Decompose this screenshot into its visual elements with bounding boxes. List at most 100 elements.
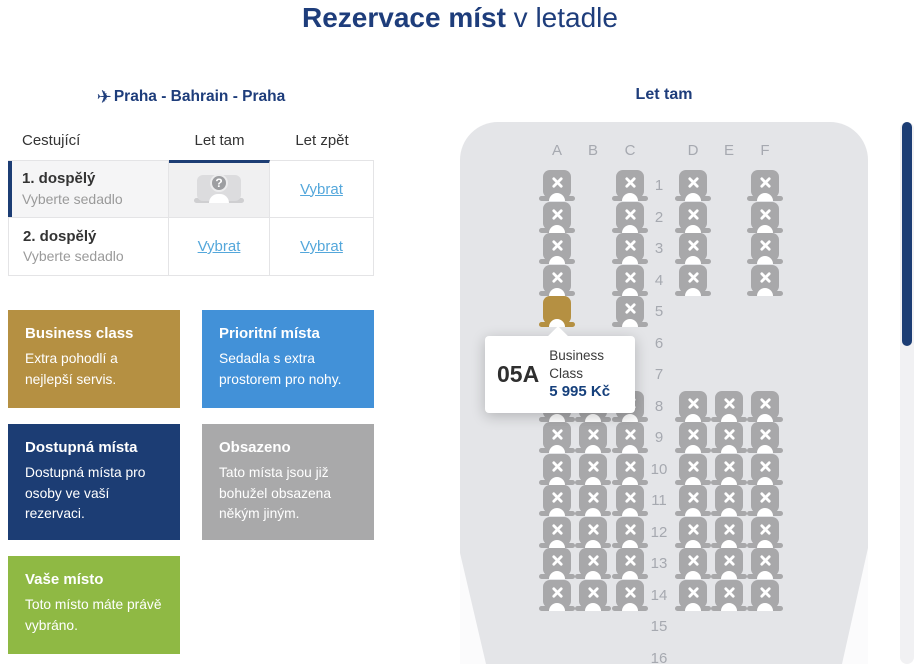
row-number-6: 6 — [654, 334, 664, 352]
legend-title: Dostupná místa — [25, 439, 138, 456]
row-number-7: 7 — [654, 366, 664, 383]
page-title: Rezervace míst v letadle — [0, 2, 920, 34]
row-number-9: 9 — [654, 429, 664, 446]
col-header-passenger: Cestující — [22, 131, 81, 149]
route-label: Praha - Bahrain - Praha — [113, 88, 286, 105]
legend-desc: Extra pohodlí a nejlepší servis. — [25, 351, 118, 387]
passenger-2-let-tam-cell: Vybrat — [169, 218, 270, 276]
seat-11B-occupied — [575, 485, 611, 519]
seat-pending-icon: ? — [194, 173, 244, 207]
page-title-bold: Rezervace míst — [302, 2, 506, 33]
seat-14E-occupied — [711, 579, 747, 614]
seat-14C-occupied — [612, 579, 648, 614]
legend-title: Business class — [25, 325, 134, 342]
legend-title: Vaše místo — [25, 571, 104, 589]
seat-13B-occupied — [575, 548, 611, 582]
seat-9C-occupied — [612, 422, 648, 456]
seat-13E-occupied — [711, 548, 747, 582]
column-letter-B: B — [587, 142, 598, 159]
scrollbar-thumb[interactable] — [902, 122, 912, 346]
seat-4C-occupied — [612, 264, 648, 299]
seat-12A-occupied — [539, 516, 575, 551]
seat-13D-occupied — [675, 548, 711, 582]
row-number-4: 4 — [654, 271, 664, 289]
seat-tooltip: 05A Business Class 5 995 Kč — [485, 326, 635, 413]
column-letter-E: E — [723, 142, 734, 159]
seat-10B-occupied — [575, 453, 611, 488]
passenger-row-2: 2. dospělý Vyberte sedadlo Vybrat Vybrat — [8, 218, 374, 276]
legend-title: Prioritní místa — [219, 325, 320, 342]
seat-13C-occupied — [612, 548, 648, 582]
seat-2A-occupied — [539, 201, 575, 236]
seat-3A-occupied — [539, 233, 575, 267]
seat-2F-occupied — [747, 201, 783, 236]
seat-8F-occupied — [747, 390, 783, 425]
seat-3F-occupied — [747, 233, 783, 267]
vybrat-link[interactable]: Vybrat — [197, 238, 241, 255]
passengers-table: Cestující Let tam Let zpět 1. dospělý Vy… — [8, 120, 374, 276]
seat-1D-occupied — [675, 170, 711, 204]
row-number-12: 12 — [650, 523, 668, 541]
passenger-2-let-zpet-cell: Vybrat — [270, 218, 374, 276]
seat-1A-occupied — [539, 170, 575, 204]
seat-8E-occupied — [711, 390, 747, 425]
seat-11E-occupied — [711, 485, 747, 519]
passenger-name: 2. dospělý — [23, 227, 97, 245]
passenger-1-info: 1. dospělý Vyberte sedadlo — [8, 160, 169, 218]
airplane-icon: ✈ — [96, 87, 112, 107]
seat-10E-occupied — [711, 453, 747, 488]
legend-desc: Tato místa jsou již bohužel obsazena něk… — [219, 465, 331, 522]
column-letter-A: A — [551, 142, 562, 159]
vybrat-link[interactable]: Vybrat — [300, 180, 343, 198]
passenger-1-let-zpet-cell: Vybrat — [270, 160, 374, 218]
seat-9B-occupied — [575, 422, 611, 456]
passenger-1-let-tam-cell[interactable]: ? — [169, 160, 270, 218]
seat-10A-occupied — [539, 453, 575, 488]
seat-12B-occupied — [575, 516, 611, 551]
seat-14F-occupied — [747, 579, 783, 614]
column-letter-C: C — [624, 142, 636, 159]
row-number-10: 10 — [650, 460, 668, 478]
seat-5C-occupied — [612, 296, 648, 330]
row-number-2: 2 — [654, 208, 664, 226]
passenger-2-info: 2. dospělý Vyberte sedadlo — [8, 218, 169, 276]
seat-12F-occupied — [747, 516, 783, 551]
vybrat-link[interactable]: Vybrat — [300, 238, 343, 255]
seat-10D-occupied — [675, 453, 711, 488]
row-number-5: 5 — [654, 303, 664, 320]
row-number-13: 13 — [650, 555, 668, 572]
passenger-subtitle: Vyberte sedadlo — [22, 190, 123, 207]
row-number-3: 3 — [654, 240, 664, 257]
page-title-rest: v letadle — [505, 2, 618, 33]
seat-4F-occupied — [747, 264, 783, 299]
seat-1F-occupied — [747, 170, 783, 204]
seat-9F-occupied — [747, 422, 783, 456]
seat-3C-occupied — [612, 233, 648, 267]
seat-12D-occupied — [675, 516, 711, 551]
seat-14B-occupied — [575, 579, 611, 614]
seat-11A-occupied — [539, 485, 575, 519]
legend-desc: Sedadla s extra prostorem pro nohy. — [219, 351, 342, 387]
seat-14A-occupied — [539, 579, 575, 614]
seat-11D-occupied — [675, 485, 711, 519]
seat-9E-occupied — [711, 422, 747, 456]
row-number-15: 15 — [650, 618, 668, 635]
column-letter-D: D — [687, 142, 699, 159]
column-letter-F: F — [760, 142, 770, 159]
seat-5A-business[interactable] — [539, 296, 575, 330]
legend-title: Obsazeno — [219, 439, 291, 456]
question-mark-icon: ? — [210, 174, 228, 192]
active-row-indicator — [8, 161, 12, 217]
row-number-8: 8 — [654, 397, 664, 415]
seat-13F-occupied — [747, 548, 783, 582]
row-number-16: 16 — [650, 649, 668, 664]
tooltip-class-label: Business Class — [549, 348, 604, 381]
seat-4A-occupied — [539, 264, 575, 299]
row-number-1: 1 — [654, 177, 664, 194]
seat-1C-occupied — [612, 170, 648, 204]
